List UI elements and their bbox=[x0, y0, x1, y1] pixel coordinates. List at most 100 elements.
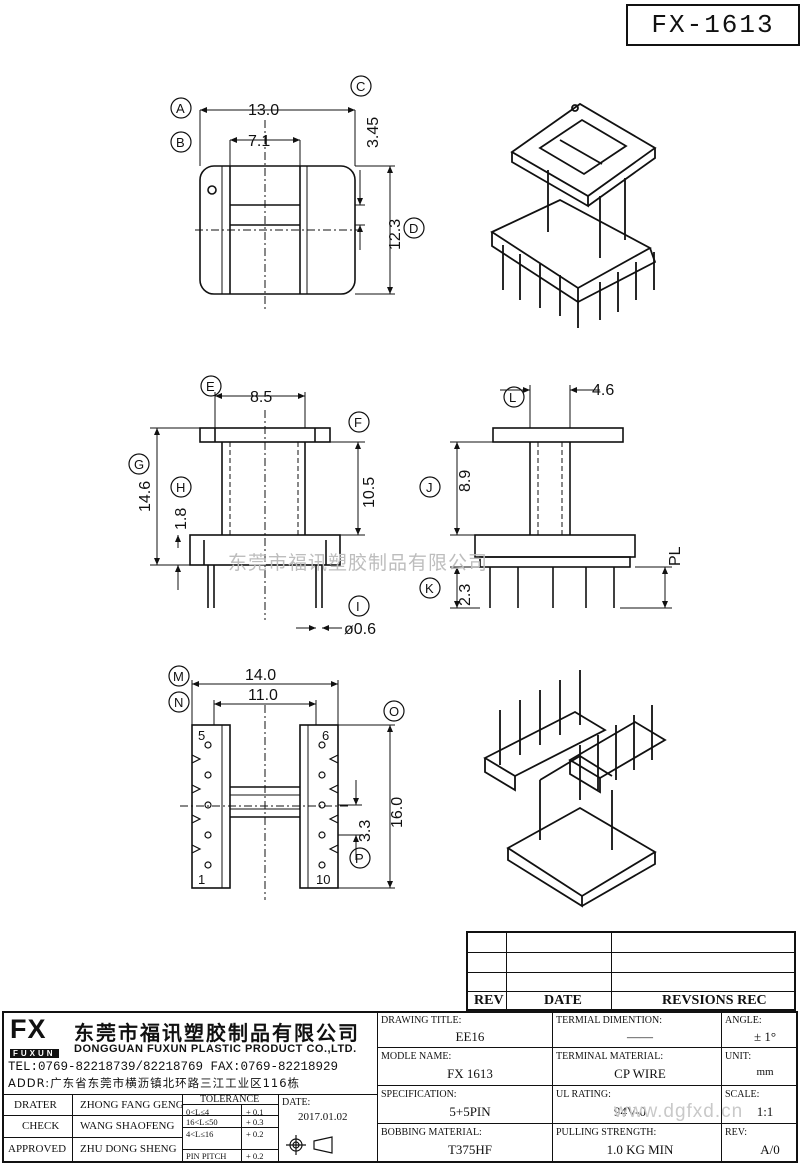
drawing-title-value: EE16 bbox=[455, 1029, 485, 1044]
drater-role: DRATER bbox=[14, 1099, 57, 1111]
front-view bbox=[128, 375, 370, 631]
label-n: N bbox=[174, 695, 183, 710]
model-name-label: MODLE NAME: bbox=[381, 1051, 452, 1062]
unit-value: mm bbox=[756, 1066, 774, 1078]
company-tel: TEL:0769-82218739/82218769 FAX:0769-8221… bbox=[8, 1060, 339, 1074]
label-a: A bbox=[176, 101, 185, 116]
dim-h: 1.8 bbox=[173, 508, 190, 530]
label-d: D bbox=[409, 221, 418, 236]
bobbing-material-label: BOBBING MATERIAL: bbox=[381, 1127, 482, 1138]
model-name-value: FX 1613 bbox=[447, 1066, 493, 1081]
dim-e: 8.5 bbox=[250, 389, 272, 406]
logo-fx: FX bbox=[10, 1014, 47, 1044]
part-number: FX-1613 bbox=[651, 10, 775, 40]
dim-pl: PL bbox=[667, 546, 684, 566]
terminal-dimention-value: —— bbox=[627, 1029, 653, 1044]
dim-o: 16.0 bbox=[389, 797, 406, 828]
watermark-company: 东莞市福讯塑胶制品有限公司 bbox=[228, 552, 489, 574]
angle-value: ± 1° bbox=[753, 1029, 777, 1044]
dim-m: 14.0 bbox=[245, 667, 276, 684]
dim-j: 8.9 bbox=[457, 470, 474, 492]
logo-fuxun: FUXUN bbox=[10, 1049, 59, 1058]
tol-value-3: + 0.3 bbox=[246, 1117, 264, 1127]
part-number-box: FX-1613 bbox=[626, 4, 800, 46]
pin-5: 5 bbox=[198, 728, 205, 743]
approved-role: APPROVED bbox=[8, 1143, 67, 1155]
pin-10: 10 bbox=[316, 872, 330, 887]
label-p: P bbox=[355, 851, 364, 866]
label-i: I bbox=[356, 599, 360, 614]
company-address: ADDR:广东省东莞市横沥镇北环路三江工业区116栋 bbox=[8, 1076, 301, 1090]
angle-label: ANGLE: bbox=[725, 1015, 762, 1026]
check-name: WANG SHAOFENG bbox=[80, 1120, 175, 1132]
tol-value-2: + 0.2 bbox=[246, 1129, 264, 1139]
dim-p: 3.3 bbox=[357, 820, 374, 842]
dim-d: 12.3 bbox=[387, 219, 404, 250]
terminal-dimention-label: TERMIAL DIMENTION: bbox=[556, 1015, 663, 1026]
rev-label: REV: bbox=[725, 1127, 748, 1138]
pulling-strength-label: PULLING STRENGTH: bbox=[556, 1127, 657, 1138]
label-g: G bbox=[134, 457, 144, 472]
rev-header: REV bbox=[474, 993, 504, 1008]
specification-value: 5+5PIN bbox=[449, 1104, 491, 1119]
revision-table: REV DATE REVSIONS REC bbox=[466, 931, 796, 1011]
company-name-cn: 东莞市福讯塑胶制品有限公司 bbox=[74, 1021, 360, 1045]
dim-i: ø0.6 bbox=[344, 621, 376, 638]
label-b: B bbox=[176, 135, 185, 150]
label-h: H bbox=[176, 480, 185, 495]
iso-view-bottom bbox=[483, 670, 667, 908]
check-role: CHECK bbox=[22, 1120, 60, 1132]
company-logo: FX FUXUN bbox=[10, 1016, 59, 1061]
rev-value: A/0 bbox=[760, 1142, 780, 1157]
dim-k: 2.3 bbox=[457, 584, 474, 606]
bobbing-material-value: T375HF bbox=[447, 1142, 493, 1157]
pin-1: 1 bbox=[198, 872, 205, 887]
title-block bbox=[2, 1011, 798, 1163]
date-header: DATE bbox=[544, 993, 582, 1008]
label-k: K bbox=[425, 581, 434, 596]
revisions-header: REVSIONS REC bbox=[662, 993, 767, 1008]
scale-value: 1:1 bbox=[756, 1104, 774, 1119]
dim-n: 11.0 bbox=[248, 687, 278, 704]
tol-range-2: 4<L≤16 bbox=[186, 1129, 214, 1139]
label-m: M bbox=[173, 669, 184, 684]
specification-label: SPECIFICATION: bbox=[381, 1089, 457, 1100]
scale-label: SCALE: bbox=[725, 1089, 760, 1100]
drawing-title-label: DRAWING TITLE: bbox=[381, 1015, 462, 1026]
dim-f: 10.5 bbox=[361, 477, 378, 508]
technical-drawing: 13.0 7.1 3.45 12.3 A B C D 8.5 14.6 1.8 … bbox=[128, 75, 684, 908]
tolerance-title: TOLERANCE bbox=[200, 1094, 260, 1105]
side-view bbox=[419, 385, 672, 609]
tol-value-1: + 0.1 bbox=[246, 1107, 264, 1117]
label-j: J bbox=[426, 480, 433, 495]
label-o: O bbox=[389, 704, 399, 719]
unit-label: UNIT: bbox=[725, 1051, 752, 1062]
company-name-en: DONGGUAN FUXUN PLASTIC PRODUCT CO.,LTD. bbox=[74, 1043, 357, 1055]
terminal-material-value: CP WIRE bbox=[614, 1066, 666, 1081]
tol-value-4: + 0.2 bbox=[246, 1151, 264, 1161]
ul-rating-value: 94V-0 bbox=[613, 1104, 647, 1119]
tol-range-3: 16<L≤50 bbox=[186, 1117, 218, 1127]
bottom-view bbox=[168, 665, 405, 900]
dim-b: 7.1 bbox=[248, 133, 270, 150]
label-l: L bbox=[509, 390, 516, 405]
dim-a: 13.0 bbox=[248, 102, 279, 119]
label-e: E bbox=[206, 379, 215, 394]
terminal-material-label: TERMINAL MATERIAL: bbox=[556, 1051, 664, 1062]
pulling-strength-value: 1.0 KG MIN bbox=[606, 1142, 674, 1157]
label-f: F bbox=[354, 415, 362, 430]
tol-range-1: 0<L≤4 bbox=[186, 1107, 210, 1117]
approved-name: ZHU DONG SHENG bbox=[80, 1143, 177, 1155]
iso-view-top bbox=[490, 102, 657, 328]
ul-rating-label: UL RATING: bbox=[556, 1089, 611, 1100]
dim-g: 14.6 bbox=[137, 481, 154, 512]
tol-range-4: PIN PITCH bbox=[186, 1151, 227, 1161]
drater-name: ZHONG FANG GENG bbox=[80, 1099, 184, 1111]
projection-symbol-icon bbox=[286, 1135, 333, 1155]
top-view bbox=[170, 75, 425, 310]
dim-c: 3.45 bbox=[365, 117, 382, 148]
pin-6: 6 bbox=[322, 728, 329, 743]
label-c: C bbox=[356, 79, 365, 94]
date-label: DATE: bbox=[282, 1097, 311, 1108]
